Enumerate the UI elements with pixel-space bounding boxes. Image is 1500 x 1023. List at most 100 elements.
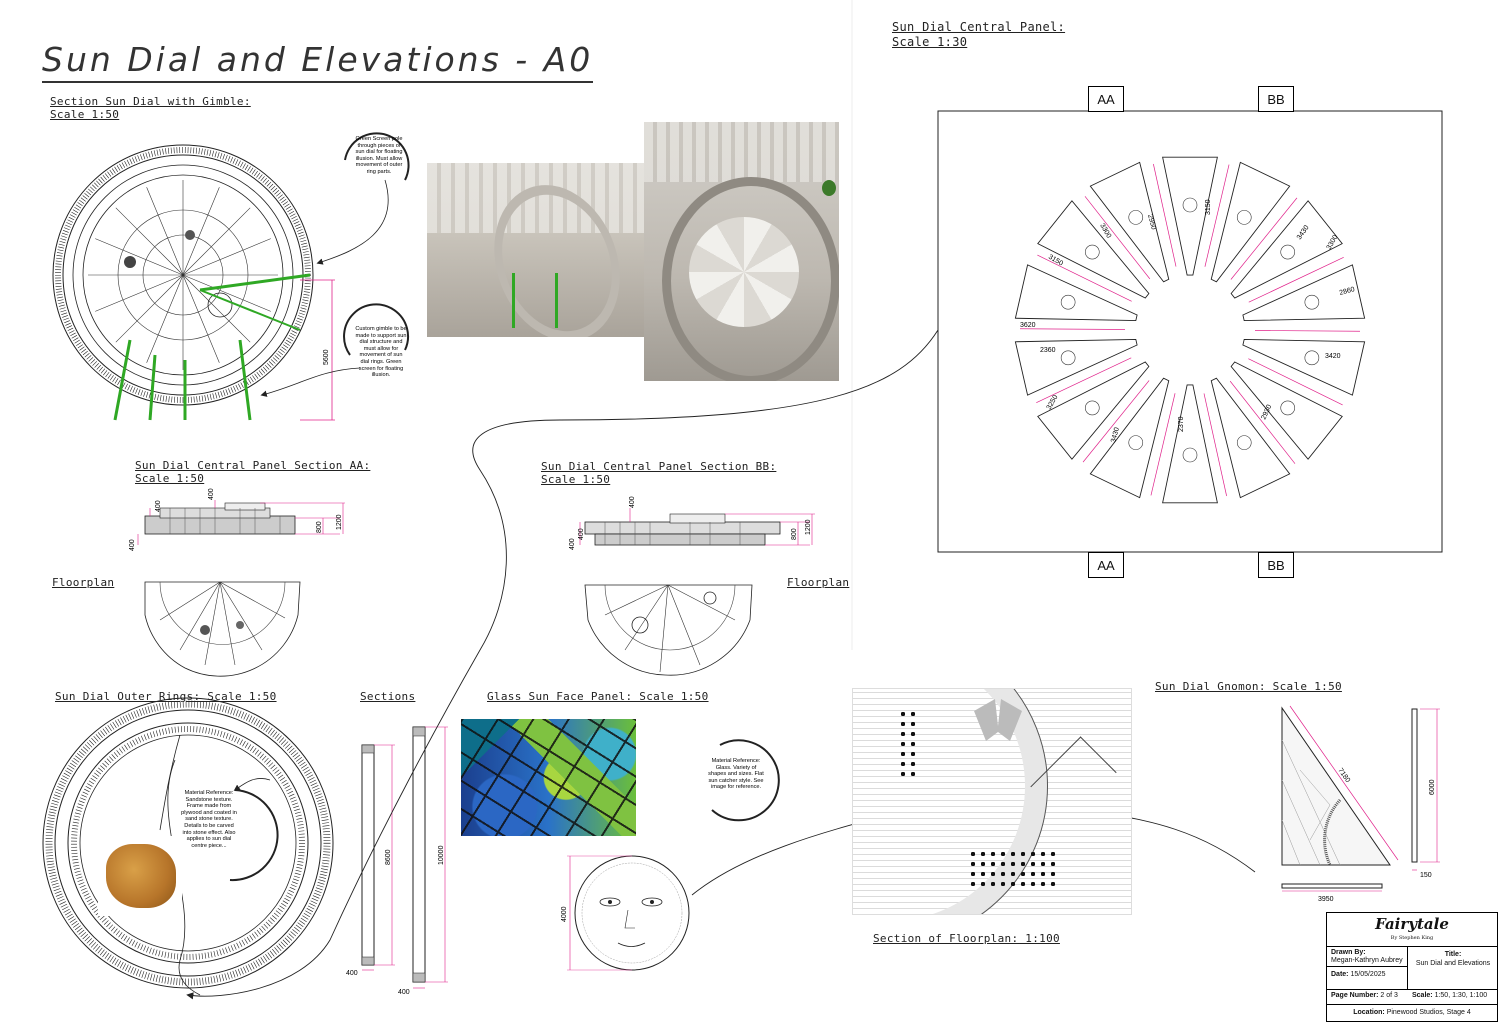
heading-floorplan-right: Floorplan xyxy=(787,576,850,589)
ring-sections-drawing: 8600 10000 400 400 xyxy=(346,726,448,996)
panel-piece-motif xyxy=(1128,210,1144,225)
dim-bb-0: 400 xyxy=(569,538,576,550)
sandstone-photo xyxy=(98,836,182,916)
dim-gnomon-3950: 3950 xyxy=(1318,896,1334,903)
heading-section-sundial: Section Sun Dial with Gimble: Scale 1:50 xyxy=(50,95,251,121)
section-aa-drawing: 400 400 800 1200 400 xyxy=(129,488,345,551)
panel-piece-motif xyxy=(1236,210,1252,225)
title-label: Title: xyxy=(1444,951,1462,958)
heading-glass-panel: Glass Sun Face Panel: Scale 1:50 xyxy=(487,690,709,703)
panel-dimension-line xyxy=(1230,197,1298,280)
dim-aa-3: 1200 xyxy=(336,514,343,530)
dim-aa-0: 400 xyxy=(155,500,162,512)
heading-section-aa: Sun Dial Central Panel Section AA: Scale… xyxy=(135,459,370,485)
dim-panel-6: 2860 xyxy=(1339,286,1356,297)
panel-dimension-line xyxy=(1254,330,1360,332)
central-panel-pieces xyxy=(1014,156,1366,504)
panel-piece-motif xyxy=(1182,197,1198,213)
panel-dimension-line xyxy=(1036,357,1132,403)
dim-aa-1: 400 xyxy=(208,488,215,500)
dim-ring-400a: 400 xyxy=(346,970,358,977)
date-value: 15/05/2025 xyxy=(1350,971,1386,978)
heading-sections: Sections xyxy=(360,690,416,703)
note-sandstone: Material Reference: Sandstone texture. F… xyxy=(181,790,237,849)
dim-panel-2: 2950 xyxy=(1146,214,1157,231)
sheet-title: Sun Dial and Elevations - A0 xyxy=(42,40,594,83)
model-photo-2 xyxy=(644,122,839,381)
dim-ring-400b: 400 xyxy=(398,989,410,996)
dim-panel-7: 3620 xyxy=(1020,322,1036,329)
label-aa-top: AA xyxy=(1088,86,1124,112)
panel-piece-motif xyxy=(1280,244,1296,260)
dim-panel-8: 2360 xyxy=(1040,347,1056,354)
panel-dimension-line xyxy=(1037,254,1132,302)
outer-rings-drawing xyxy=(42,697,334,996)
dim-dial-height: 5600 xyxy=(323,349,330,365)
panel-piece xyxy=(1210,377,1291,499)
panel-piece xyxy=(1014,338,1138,396)
note-circle-sandstone xyxy=(229,778,279,882)
panel-piece-motif xyxy=(1236,435,1252,450)
title-block: Fairytale By Stephen King Drawn By: Mega… xyxy=(1326,912,1498,1022)
heading-line: Sun Dial Central Panel Section AA: xyxy=(135,459,371,472)
panel-piece xyxy=(1037,361,1150,460)
panel-piece xyxy=(1242,264,1366,322)
panel-piece xyxy=(1242,338,1366,396)
heading-scale: Scale 1:50 xyxy=(135,472,205,485)
panel-piece-motif xyxy=(1128,435,1144,450)
panel-piece-motif xyxy=(1060,294,1076,310)
panel-dimension-line xyxy=(1150,393,1176,496)
dim-bb-4: 1200 xyxy=(805,519,812,535)
central-panel-frame xyxy=(937,110,1443,553)
project-name: Fairytale xyxy=(1375,915,1449,933)
title-value: Sun Dial and Elevations xyxy=(1415,960,1491,967)
model-photo-1 xyxy=(427,163,644,337)
stained-glass-photo xyxy=(461,719,636,836)
note-circle-green-screen xyxy=(316,132,410,265)
panel-piece-motif xyxy=(1280,400,1296,416)
note-circle-glass xyxy=(711,739,780,822)
page-value: 2 of 3 xyxy=(1380,992,1398,999)
heading-scale: Scale 1:50 xyxy=(50,108,120,121)
dim-panel-12: 2370 xyxy=(1178,416,1185,432)
dim-ring-8600: 8600 xyxy=(385,849,392,865)
panel-dimension-line xyxy=(1084,196,1151,280)
heading-scale: Scale 1:30 xyxy=(892,35,968,49)
connector-curve-main xyxy=(186,329,939,1000)
panel-piece xyxy=(1014,264,1138,322)
note-glass: Material Reference: Glass. Variety of sh… xyxy=(708,758,764,791)
heading-line: Section Sun Dial with Gimble: xyxy=(50,95,251,108)
scale-value: 1:50, 1:30, 1:100 xyxy=(1434,992,1488,999)
heading-floorplan-left: Floorplan xyxy=(52,576,115,589)
gnomon-drawing: 7180 6000 3950 150 xyxy=(1281,705,1440,903)
heading-gnomon: Sun Dial Gnomon: Scale 1:50 xyxy=(1155,680,1342,693)
panel-piece xyxy=(1037,200,1150,299)
panel-piece-motif xyxy=(1304,294,1320,310)
panel-dimension-line xyxy=(1248,257,1344,303)
panel-dimension-line xyxy=(1153,163,1177,267)
heading-floorplan-section: Section of Floorplan: 1:100 xyxy=(873,932,1060,945)
sundial-gimble-drawing: 5600 xyxy=(52,144,335,421)
panel-piece xyxy=(1089,377,1170,499)
dim-aa-4: 400 xyxy=(129,539,136,551)
heading-line: Sun Dial Central Panel Section BB: xyxy=(541,460,777,473)
dim-aa-2: 800 xyxy=(316,521,323,533)
floorplan-bb-drawing xyxy=(584,584,753,676)
panel-dimension-line xyxy=(1203,393,1227,497)
drawn-by-label: Drawn By: xyxy=(1331,949,1366,956)
note-green-screen: Green Screen pole through pieces of sun … xyxy=(355,136,403,175)
dim-panel-9: 3420 xyxy=(1325,353,1341,360)
panel-piece xyxy=(1089,161,1170,283)
label-aa-bottom: AA xyxy=(1088,552,1124,578)
dim-gnomon-6000: 6000 xyxy=(1429,779,1436,795)
dim-ring-10000: 10000 xyxy=(438,845,445,865)
panel-piece-motif xyxy=(1084,244,1100,260)
heading-central-panel: Sun Dial Central Panel: Scale 1:30 xyxy=(892,20,1065,50)
dim-bb-1: 400 xyxy=(578,528,585,540)
heading-line: Sun Dial Central Panel: xyxy=(892,20,1066,34)
drawn-by-value: Megan-Kathryn Aubrey xyxy=(1331,957,1403,964)
panel-piece-motif xyxy=(1304,350,1320,366)
floorplan-aa-drawing xyxy=(144,581,301,677)
panel-piece xyxy=(1162,156,1218,276)
